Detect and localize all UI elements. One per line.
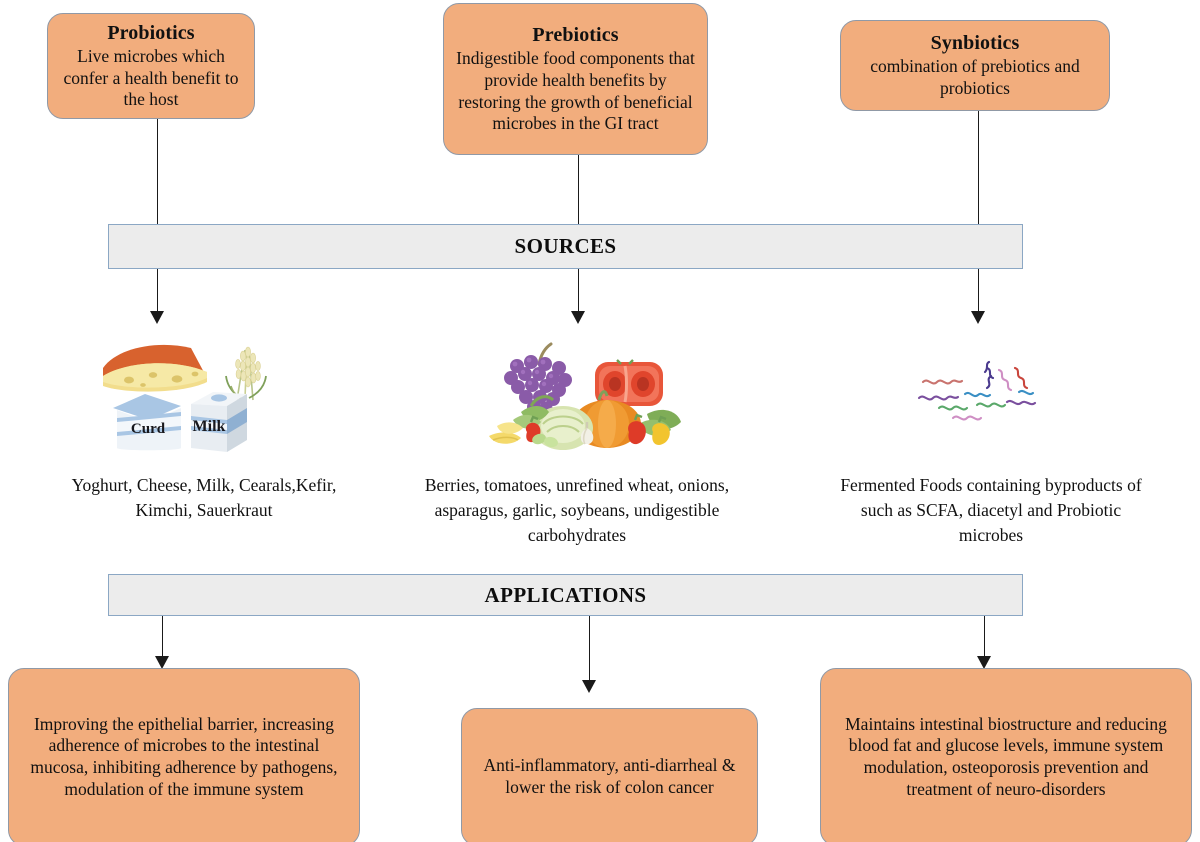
application-text-prebiotics: Anti-inflammatory, anti-diarrheal & lowe… bbox=[483, 755, 736, 797]
milk-label: Milk bbox=[193, 418, 226, 435]
connector-probiotics-to-sources bbox=[157, 119, 158, 224]
arrow-head-sources-to-produce bbox=[571, 311, 585, 324]
cheese-wedge-icon bbox=[103, 344, 207, 392]
dairy-foods-svg: Curd Milk bbox=[103, 344, 267, 452]
garlic-icon bbox=[580, 422, 594, 445]
curd-tub-icon: Curd bbox=[113, 394, 181, 451]
concept-description-probiotics: Live microbes which confer a health bene… bbox=[63, 45, 239, 110]
connector-synbiotics-to-sources bbox=[978, 111, 979, 224]
source-caption-probiotics: Yoghurt, Cheese, Milk, Cearals,Kefir, Ki… bbox=[71, 475, 337, 520]
application-box-probiotics[interactable]: Improving the epithelial barrier, increa… bbox=[8, 668, 360, 842]
arrow-head-sources-to-dairy bbox=[150, 311, 164, 324]
curd-label: Curd bbox=[131, 421, 166, 437]
arrow-head-sources-to-microbes bbox=[971, 311, 985, 324]
sources-bar[interactable]: SOURCES bbox=[108, 224, 1023, 269]
concept-box-synbiotics[interactable]: Synbiotics combination of prebiotics and… bbox=[840, 20, 1110, 111]
arrow-head-applications-to-probiotic-effects bbox=[155, 656, 169, 669]
application-box-prebiotics[interactable]: Anti-inflammatory, anti-diarrheal & lowe… bbox=[461, 708, 758, 842]
concept-description-prebiotics: Indigestible food components that provid… bbox=[456, 48, 695, 134]
milk-carton-icon: Milk bbox=[191, 392, 247, 452]
connector-prebiotics-to-sources bbox=[578, 155, 579, 224]
arrow-line-applications-to-probiotic-effects bbox=[162, 616, 163, 658]
arrow-head-applications-to-prebiotic-effects bbox=[582, 680, 596, 693]
microbes-svg bbox=[917, 360, 1037, 421]
cabbage-icon bbox=[533, 406, 593, 450]
sources-bar-label: SOURCES bbox=[514, 234, 617, 258]
microbes-illustration bbox=[915, 360, 1045, 430]
concept-title-probiotics: Probiotics bbox=[107, 21, 195, 44]
concept-box-prebiotics[interactable]: Prebiotics Indigestible food components … bbox=[443, 3, 708, 155]
applications-bar[interactable]: APPLICATIONS bbox=[108, 574, 1023, 616]
arrow-line-applications-to-synbiotic-effects bbox=[984, 616, 985, 658]
wheat-stalks-icon bbox=[225, 346, 267, 403]
concept-description-synbiotics: combination of prebiotics and probiotics bbox=[870, 56, 1080, 98]
arrow-line-sources-to-dairy bbox=[157, 269, 158, 313]
arrow-line-sources-to-produce bbox=[578, 269, 579, 313]
fruits-vegetables-svg bbox=[489, 342, 681, 450]
concept-title-synbiotics: Synbiotics bbox=[930, 32, 1020, 55]
source-caption-prebiotics: Berries, tomatoes, unrefined wheat, onio… bbox=[424, 475, 730, 545]
concept-box-probiotics[interactable]: Probiotics Live microbes which confer a … bbox=[47, 13, 255, 119]
source-caption-synbiotics: Fermented Foods containing byproducts of… bbox=[840, 475, 1142, 545]
arrow-line-applications-to-prebiotic-effects bbox=[589, 616, 590, 682]
concept-title-prebiotics: Prebiotics bbox=[532, 24, 619, 47]
squiggle-microbes-icon bbox=[917, 360, 1037, 421]
arrow-head-applications-to-synbiotic-effects bbox=[977, 656, 991, 669]
yellow-pepper-icon bbox=[652, 415, 670, 445]
application-box-synbiotics[interactable]: Maintains intestinal biostructure and re… bbox=[820, 668, 1192, 842]
cucumber-slices-icon bbox=[532, 433, 558, 448]
dairy-foods-illustration: Curd Milk bbox=[95, 332, 290, 452]
arrow-line-sources-to-microbes bbox=[978, 269, 979, 313]
application-text-synbiotics: Maintains intestinal biostructure and re… bbox=[845, 713, 1167, 799]
corn-icon bbox=[489, 422, 523, 444]
fruits-vegetables-illustration bbox=[487, 340, 687, 452]
applications-bar-label: APPLICATIONS bbox=[484, 582, 647, 607]
halved-tomato-icon bbox=[595, 359, 663, 406]
application-text-probiotics: Improving the epithelial barrier, increa… bbox=[30, 713, 338, 799]
